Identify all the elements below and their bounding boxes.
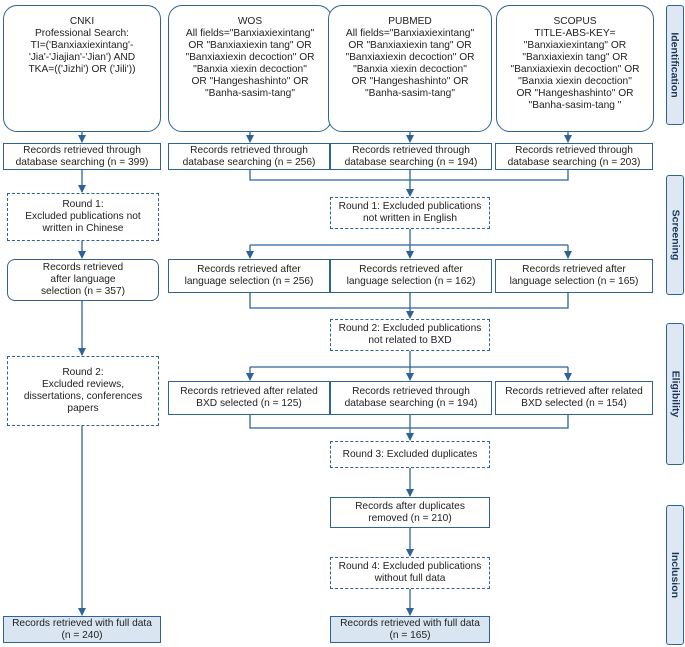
stage-screening-label: Screening (669, 209, 681, 261)
eng-dedup-box: Records after duplicates removed (n = 21… (330, 497, 490, 528)
eng-round3-box: Round 3: Excluded duplicates (330, 441, 490, 468)
merge-line-records (249, 170, 569, 181)
wos-records-box: Records retrieved through database searc… (168, 143, 330, 170)
source-cnki-box: CNKI Professional Search: TI=('Banxiaxie… (3, 5, 161, 132)
eng-round2-box: Round 2: Excluded publications not relat… (330, 319, 490, 351)
wos-language-box: Records retrieved after language selecti… (168, 259, 330, 293)
scopus-language-box: Records retrieved after language selecti… (495, 259, 653, 293)
pubmed-bxd-box: Records retrieved through database searc… (330, 381, 492, 415)
stage-identification-bar: Identification (666, 5, 684, 125)
source-scopus-box: SCOPUS TITLE-ABS-KEY= "Banxiaxiexintang"… (496, 5, 654, 132)
stage-eligibility-label: Eligibility (669, 370, 682, 418)
stage-inclusion-bar: Inclusion (666, 505, 684, 645)
merge-line-bxd (249, 415, 569, 429)
scopus-bxd-box: Records retrieved after related BXD sele… (495, 381, 653, 415)
cnki-records-box: Records retrieved through database searc… (3, 143, 161, 170)
scopus-records-box: Records retrieved through database searc… (495, 143, 653, 170)
eng-round1-box: Round 1: Excluded publications not writt… (330, 197, 490, 229)
cnki-final-box: Records retrieved with full data (n = 24… (3, 616, 161, 643)
stage-identification-label: Identification (669, 32, 681, 98)
stage-inclusion-label: Inclusion (669, 551, 681, 599)
stage-eligibility-bar: Eligibility (666, 323, 684, 465)
eng-final-box: Records retrieved with full data (n = 16… (330, 616, 490, 643)
pubmed-records-box: Records retrieved through database searc… (330, 143, 492, 170)
stage-screening-bar: Screening (666, 175, 684, 295)
merge-line-language (249, 293, 569, 309)
source-wos-box: WOS All fields="Banxiaxiexintang" OR "Ba… (168, 5, 332, 132)
source-pubmed-box: PUBMED All fields="Banxiaxiexintang" OR … (328, 5, 492, 132)
cnki-round2-box: Round 2: Excluded reviews, dissertations… (7, 356, 159, 426)
pubmed-language-box: Records retrieved after language selecti… (330, 259, 492, 293)
cnki-language-box: Records retrieved after language selecti… (7, 259, 159, 301)
cnki-round1-box: Round 1: Excluded publications not writt… (7, 193, 159, 241)
eng-round4-box: Round 4: Excluded publications without f… (330, 557, 490, 589)
wos-bxd-box: Records retrieved after related BXD sele… (168, 381, 330, 415)
